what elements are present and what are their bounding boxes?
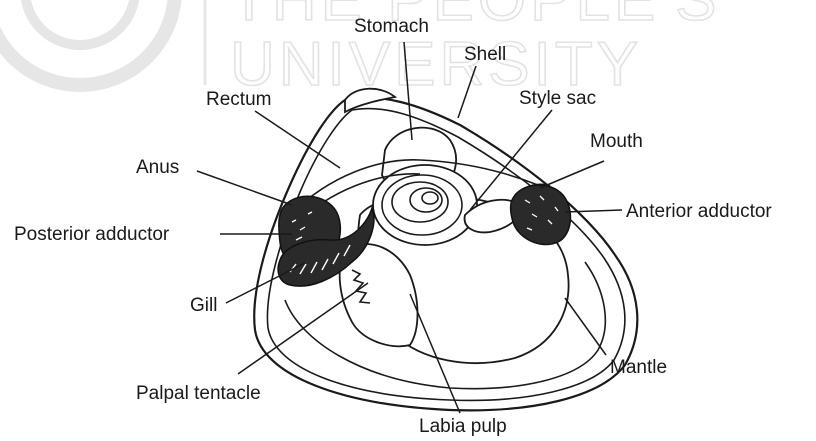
watermark-line1: THE PEOPLE'S: [230, 0, 721, 34]
label-mantle: Mantle: [610, 358, 667, 377]
label-rectum: Rectum: [206, 90, 271, 109]
label-mouth: Mouth: [590, 132, 643, 151]
label-stomach: Stomach: [354, 17, 429, 36]
label-anus: Anus: [136, 158, 179, 177]
label-labia-pulp: Labia pulp: [419, 417, 507, 436]
label-shell: Shell: [464, 45, 506, 64]
label-anterior-adductor: Anterior adductor: [626, 202, 772, 221]
watermark-logo: [0, 0, 205, 85]
label-palpal-tentacle: Palpal tentacle: [136, 384, 261, 403]
label-style-sac: Style sac: [519, 89, 596, 108]
label-gill: Gill: [190, 296, 217, 315]
label-posterior-adductor: Posterior adductor: [14, 225, 169, 244]
